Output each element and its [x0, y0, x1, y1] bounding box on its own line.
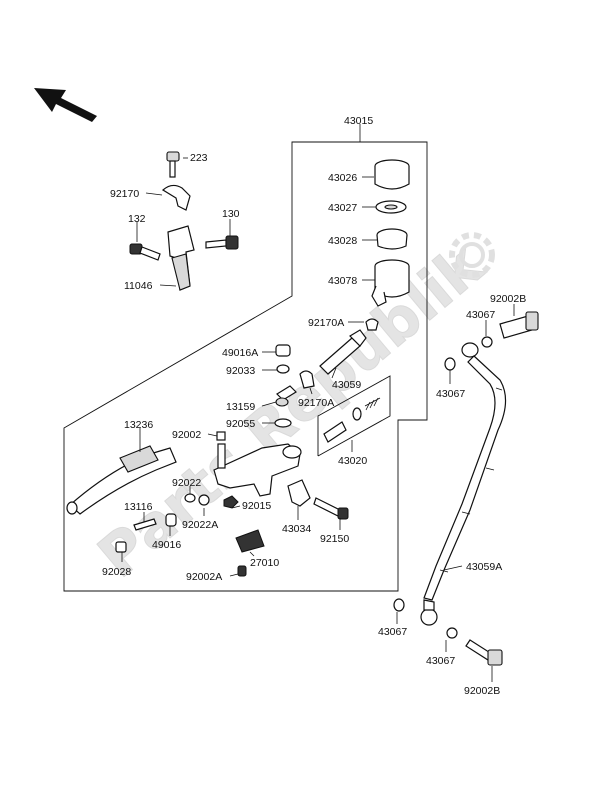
label-92170A-top: 92170A	[308, 317, 344, 329]
oring-92055	[274, 418, 292, 428]
washer-43067-d	[446, 627, 458, 639]
label-27010: 27010	[250, 557, 279, 569]
label-92055: 92055	[226, 418, 255, 430]
oring-92033	[276, 364, 290, 374]
bolt-92002B-bottom	[465, 639, 503, 666]
holder-43034	[287, 479, 311, 507]
clamp-92170A-top	[365, 318, 379, 331]
label-13116: 13116	[124, 501, 153, 513]
leader-lines	[121, 124, 515, 682]
label-92022A: 92022A	[182, 519, 218, 531]
label-43034: 43034	[282, 523, 311, 535]
label-92015: 92015	[242, 500, 271, 512]
assembly-frame	[63, 141, 428, 592]
label-92002B-bottom: 92002B	[464, 685, 500, 697]
label-43059A: 43059A	[466, 561, 502, 573]
label-43078: 43078	[328, 275, 357, 287]
label-92170A-mid: 92170A	[298, 397, 334, 409]
bracket-11046	[167, 225, 195, 291]
hose-43059	[319, 329, 367, 375]
screw-92002A	[237, 565, 247, 577]
bolt-92150	[313, 497, 349, 520]
cap-49016A	[275, 344, 291, 357]
washer-43067-b	[444, 357, 456, 371]
bolt-130	[205, 235, 239, 250]
diaphragm-43028	[376, 228, 408, 250]
piston-kit-43020	[323, 397, 381, 443]
label-43067-c: 43067	[378, 626, 407, 638]
label-92150: 92150	[320, 533, 349, 545]
washer-43067-a	[481, 336, 493, 348]
label-13159: 13159	[226, 401, 255, 413]
washer-92022	[184, 493, 196, 503]
label-43028: 43028	[328, 235, 357, 247]
switch-27010	[235, 529, 265, 553]
label-43067-b: 43067	[436, 388, 465, 400]
plate-43027	[375, 200, 407, 214]
bolt-92002B-top	[499, 311, 539, 339]
bolt-132	[129, 243, 161, 261]
label-92170: 92170	[110, 188, 139, 200]
label-43067-d: 43067	[426, 655, 455, 667]
washer-92022A	[198, 494, 210, 506]
label-132: 132	[128, 213, 146, 225]
clamp-92170A-mid	[299, 370, 315, 389]
reservoir-cap-43026	[374, 159, 410, 190]
label-92002A: 92002A	[186, 571, 222, 583]
label-43067-a: 43067	[466, 309, 495, 321]
label-49016A: 49016A	[222, 347, 258, 359]
label-13236: 13236	[124, 419, 153, 431]
label-130: 130	[222, 208, 240, 220]
cap-49016	[165, 513, 177, 527]
nut-92015	[223, 495, 239, 509]
brake-hose-43059A	[420, 342, 507, 626]
clamp-92170	[161, 184, 191, 211]
master-cylinder-body	[213, 443, 302, 497]
front-direction-arrow-icon	[34, 88, 97, 122]
part-labels: 43015 223 92170 130 132 11046 43026 4302…	[102, 115, 526, 697]
bolt-223	[166, 151, 180, 178]
reservoir-43078	[371, 259, 410, 307]
pin-13116	[133, 518, 157, 531]
cap-92028	[115, 541, 127, 553]
label-92033: 92033	[226, 365, 255, 377]
piston-kit-frame	[317, 375, 391, 457]
label-92022: 92022	[172, 477, 201, 489]
label-43020: 43020	[338, 455, 367, 467]
label-92028: 92028	[102, 566, 131, 578]
label-43015: 43015	[344, 115, 373, 127]
label-43026: 43026	[328, 172, 357, 184]
label-92002B-top: 92002B	[490, 293, 526, 305]
label-49016: 49016	[152, 539, 181, 551]
label-11046: 11046	[124, 280, 153, 292]
washer-43067-c	[393, 598, 405, 612]
gear-logo-icon	[449, 232, 495, 278]
label-43027: 43027	[328, 202, 357, 214]
label-223: 223	[190, 152, 208, 164]
bolt-92002	[216, 431, 226, 441]
label-43059: 43059	[332, 379, 361, 391]
label-92002: 92002	[172, 429, 201, 441]
